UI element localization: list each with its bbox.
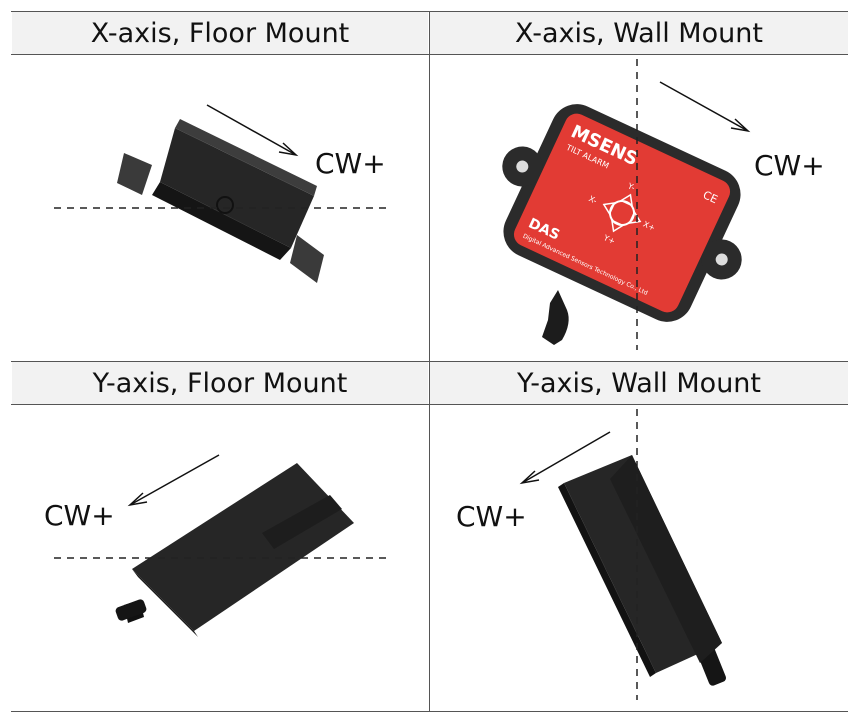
panel-x-wall: MSENS TILT ALARM CE Y- Y+ X- X+ DAS Digi… <box>430 55 848 360</box>
sensor-wall-tilted: MSENS TILT ALARM CE Y- Y+ X- X+ DAS Digi… <box>502 104 742 345</box>
cw-arrow-icon <box>127 454 220 507</box>
cw-arrow-icon <box>206 104 299 157</box>
direction-label: CW+ <box>315 147 386 180</box>
sensor-floor-tilted <box>115 463 354 637</box>
panel-y-floor: CW+ <box>12 405 428 710</box>
axis-mark-y-minus: Y- <box>625 181 636 193</box>
red-label-plate <box>513 113 731 313</box>
header-y-floor: Y-axis, Floor Mount <box>12 362 428 404</box>
sensor-floor-tilted <box>117 119 324 283</box>
direction-label: CW+ <box>44 499 115 532</box>
ce-mark: CE <box>701 188 720 206</box>
axis-mark-x-minus: X- <box>587 194 598 206</box>
header-x-wall: X-axis, Wall Mount <box>430 12 848 54</box>
direction-label: CW+ <box>456 500 527 533</box>
header-y-wall: Y-axis, Wall Mount <box>430 362 848 404</box>
header-x-floor: X-axis, Floor Mount <box>12 12 428 54</box>
direction-label: CW+ <box>754 149 825 182</box>
sensor-wall-tilted <box>558 455 727 686</box>
panel-y-wall: CW+ <box>430 405 848 710</box>
panel-x-floor: CW+ <box>12 55 428 360</box>
table-column-divider <box>429 11 430 712</box>
target-icon <box>609 200 635 226</box>
cw-arrow-icon <box>659 81 751 133</box>
cw-arrow-icon <box>519 431 611 485</box>
